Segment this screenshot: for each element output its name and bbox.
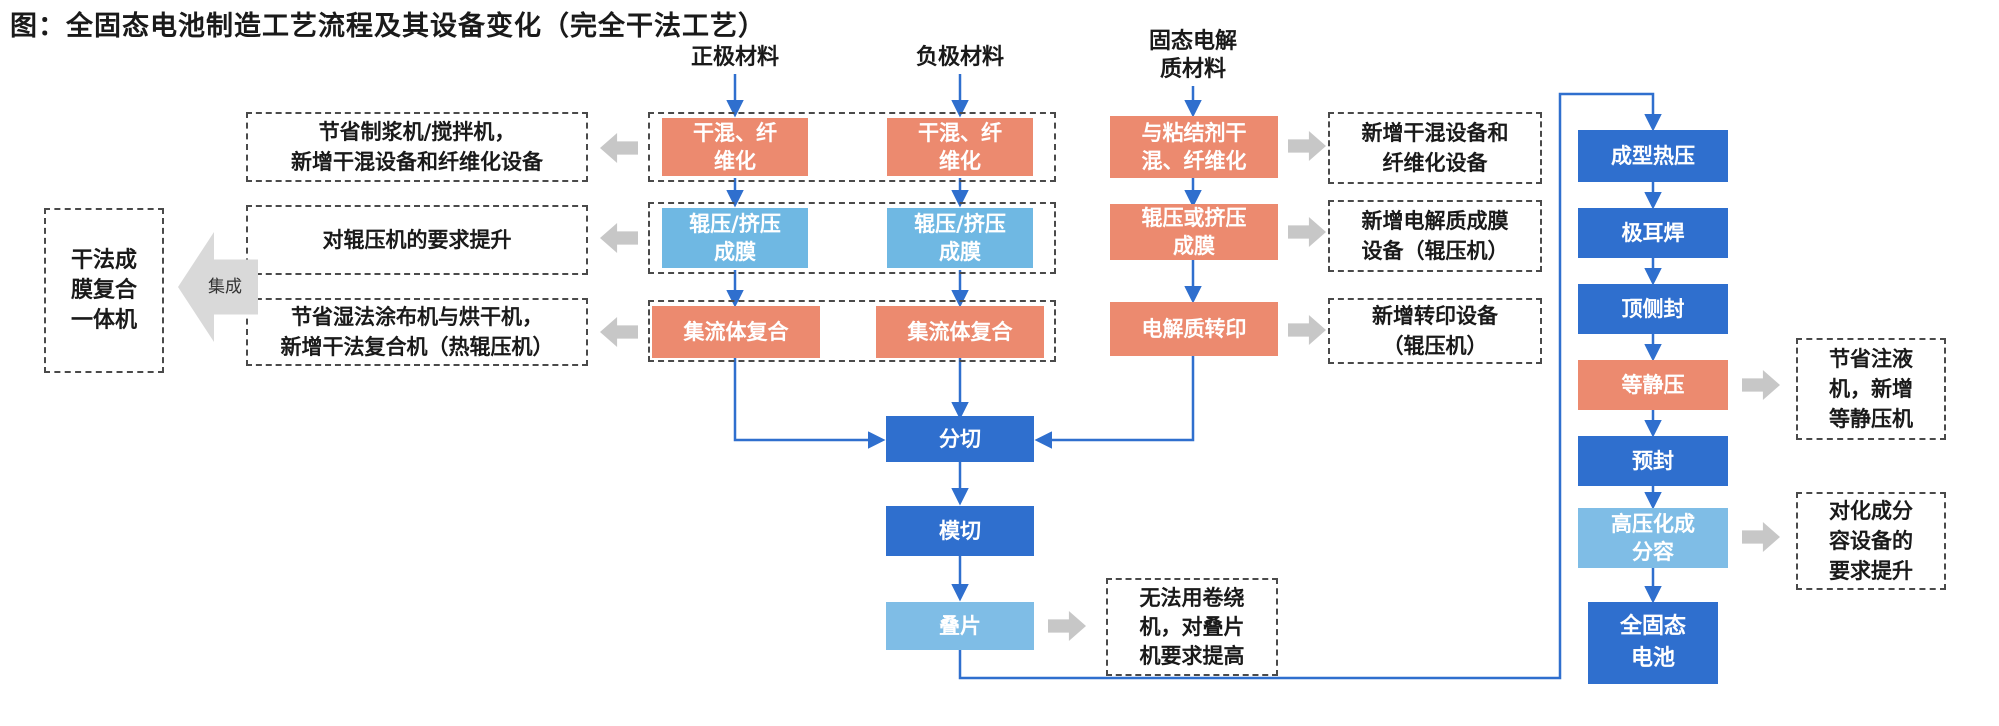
assembly-step-isostatic: 等静压 (1578, 360, 1728, 410)
assembly-step-formation: 高压化成 分容 (1578, 508, 1728, 568)
connector-stack-to-assembly (958, 92, 1662, 680)
stack-note: 无法用卷绕 机，对叠片 机要求提高 (1106, 578, 1278, 676)
assembly-step-hot-press: 成型热压 (1578, 130, 1728, 182)
row-group-collector (648, 300, 1056, 362)
material-electrolyte: 固态电解 质材料 (1148, 29, 1237, 82)
assembly-step-tab-weld: 极耳焊 (1578, 208, 1728, 258)
connector-cathode-to-cut (733, 358, 886, 449)
electrolyte-step-mixing: 与粘结剂干 混、纤维化 (1110, 116, 1278, 178)
cathode-step-mixing: 干混、纤 维化 (662, 118, 808, 176)
step-die-cut: 模切 (886, 506, 1034, 556)
electrolyte-step-film: 辊压或挤压 成膜 (1110, 204, 1278, 260)
page-title: 图：全固态电池制造工艺流程及其设备变化（完全干法工艺） (10, 11, 766, 42)
cathode-step-film: 辊压/挤压 成膜 (662, 208, 808, 268)
step-slitting: 分切 (886, 416, 1034, 462)
left-note-film: 对辊压机的要求提升 (246, 205, 588, 275)
anode-step-film: 辊压/挤压 成膜 (887, 208, 1033, 268)
anode-step-mixing: 干混、纤 维化 (887, 118, 1033, 176)
assembly-step-pre-seal: 预封 (1578, 436, 1728, 486)
assembly-step-battery: 全固态 电池 (1588, 602, 1718, 684)
integrate-label: 集成 (208, 277, 242, 297)
right-note-transfer: 新增转印设备 （辊压机） (1328, 298, 1542, 364)
step-stacking: 叠片 (886, 602, 1034, 650)
assembly-note-formation: 对化成分 容设备的 要求提升 (1796, 492, 1946, 590)
assembly-step-side-seal: 顶侧封 (1578, 284, 1728, 334)
material-anode: 负极材料 (915, 45, 1004, 70)
integrated-machine: 干法成 膜复合 一体机 (44, 208, 164, 373)
right-note-mixing: 新增干混设备和 纤维化设备 (1328, 112, 1542, 184)
connector-electrolyte-to-cut (1034, 356, 1195, 449)
cathode-step-collector: 集流体复合 (652, 306, 820, 358)
left-note-collector: 节省湿法涂布机与烘干机， 新增干法复合机（热辊压机） (246, 298, 588, 366)
row-group-film (648, 202, 1056, 274)
left-note-mixing: 节省制浆机/搅拌机， 新增干混设备和纤维化设备 (246, 112, 588, 182)
right-note-film: 新增电解质成膜 设备（辊压机） (1328, 200, 1542, 272)
anode-step-collector: 集流体复合 (876, 306, 1044, 358)
material-cathode: 正极材料 (690, 45, 779, 70)
assembly-note-isostatic: 节省注液 机，新增 等静压机 (1796, 338, 1946, 440)
electrolyte-step-transfer: 电解质转印 (1110, 302, 1278, 356)
row-group-mixing (648, 112, 1056, 182)
